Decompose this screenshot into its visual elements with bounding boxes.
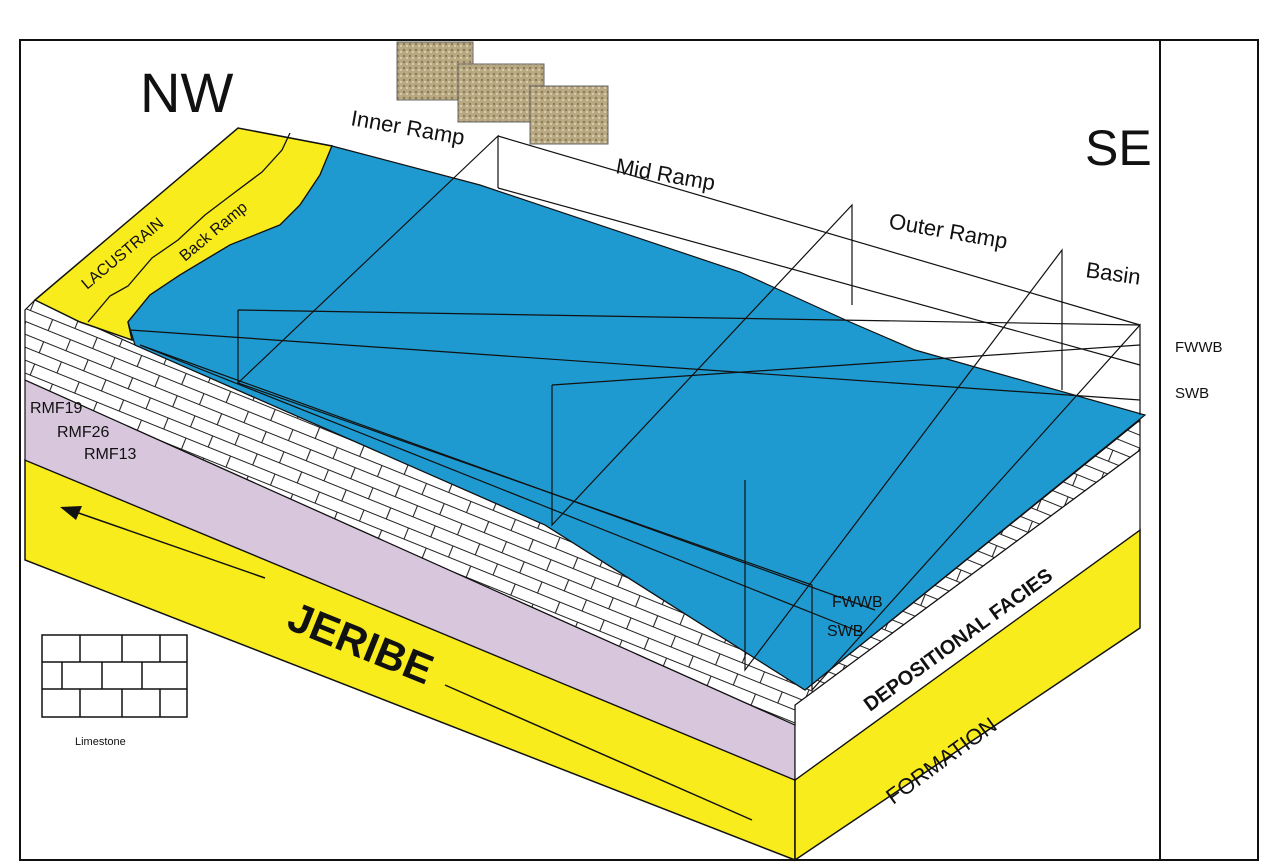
panel-swb: SWB: [1175, 385, 1209, 402]
direction-nw: NW: [140, 61, 233, 124]
zone-outer-ramp: Outer Ramp: [887, 208, 1009, 253]
zone-basin: Basin: [1084, 257, 1142, 289]
limestone-legend-symbol: [41, 634, 188, 718]
microfacies-rmf19: RMF19: [30, 400, 83, 417]
panel-fwwb: FWWB: [1175, 339, 1222, 356]
outer-frame: [19, 39, 1259, 861]
flow-arrow-line: [69, 509, 266, 579]
legend-limestone-label: Limestone: [75, 736, 126, 748]
thin-section-photo-3: [529, 85, 609, 145]
facies-boundary-line: [87, 132, 291, 323]
front-fwwb: FWWB: [832, 594, 883, 611]
front-swb: SWB: [827, 623, 863, 640]
microfacies-rmf13: RMF13: [84, 446, 137, 463]
direction-se: SE: [1085, 120, 1152, 176]
microfacies-rmf26: RMF26: [57, 424, 110, 441]
sea-water-surface: [127, 145, 1147, 691]
zone-inner-ramp: Inner Ramp: [349, 105, 467, 150]
flow-line-right: [444, 684, 753, 821]
ramp-boundary-planes: [129, 134, 1141, 692]
flow-arrow-head: [60, 506, 82, 520]
zone-mid-ramp: Mid Ramp: [614, 153, 717, 195]
